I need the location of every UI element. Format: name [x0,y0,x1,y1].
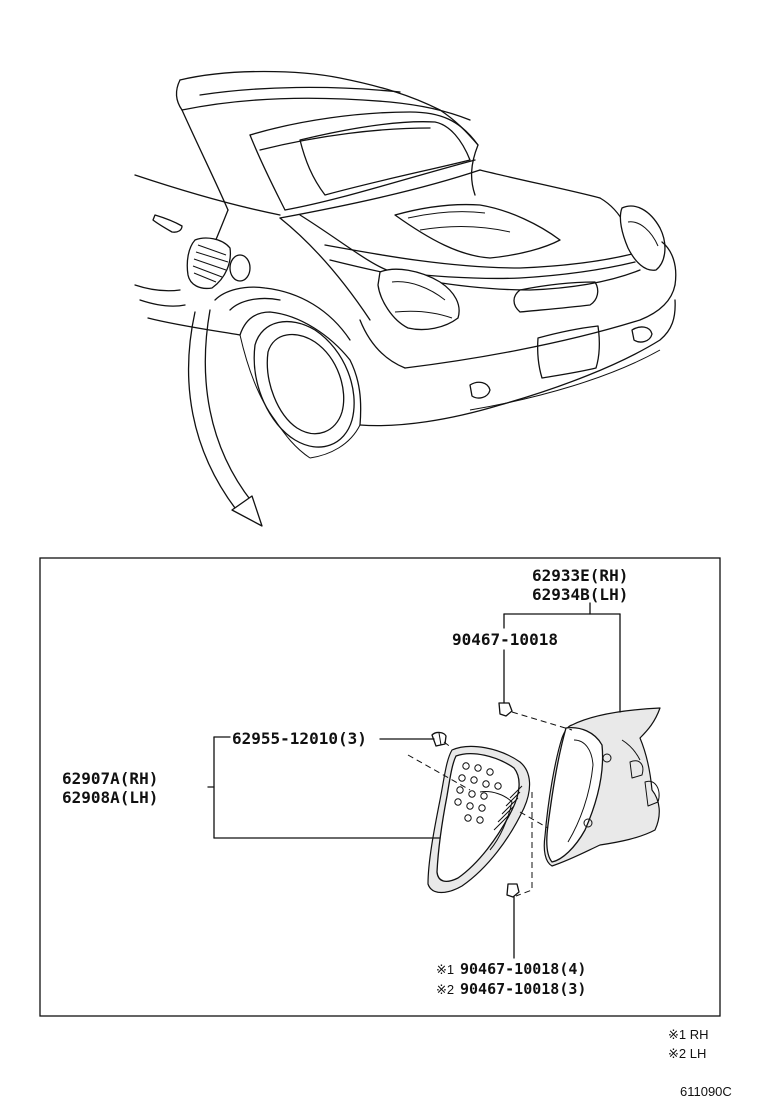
part-number-clip-top: 90467-10018 [452,630,558,649]
part-number-screw: 62955-12010(3) [232,729,367,748]
grille-mesh [454,762,502,824]
assembly-line [519,811,549,829]
car-rear-illustration [134,70,677,459]
clip-top-icon [498,702,513,717]
assembly-line [407,754,471,791]
assembly-line [511,711,573,731]
detail-frame [39,557,721,1017]
upper-grille-part [543,707,661,867]
part-number-clip-bottom-rh: 90467-10018(4) [460,960,586,978]
legend-lh: ※2 LH [668,1046,706,1061]
part-number-62908a: 62908A(LH) [62,788,158,807]
legend-rh: ※1 RH [668,1027,709,1042]
lh-mark: ※2 [436,982,454,997]
callout-arrow [187,309,263,527]
diagram-code: 611090C [680,1084,732,1099]
part-number-62933e: 62933E(RH) [532,566,628,585]
assembly-line [443,741,453,749]
clip-bottom-icon [506,883,520,898]
part-number-62907a: 62907A(RH) [62,769,158,788]
assembly-line [515,792,533,897]
leader-lines [207,602,621,959]
part-number-clip-bottom-lh: 90467-10018(3) [460,980,586,998]
rh-mark: ※1 [436,962,454,977]
part-number-62934b: 62934B(LH) [532,585,628,604]
main-grille-part [427,745,531,894]
